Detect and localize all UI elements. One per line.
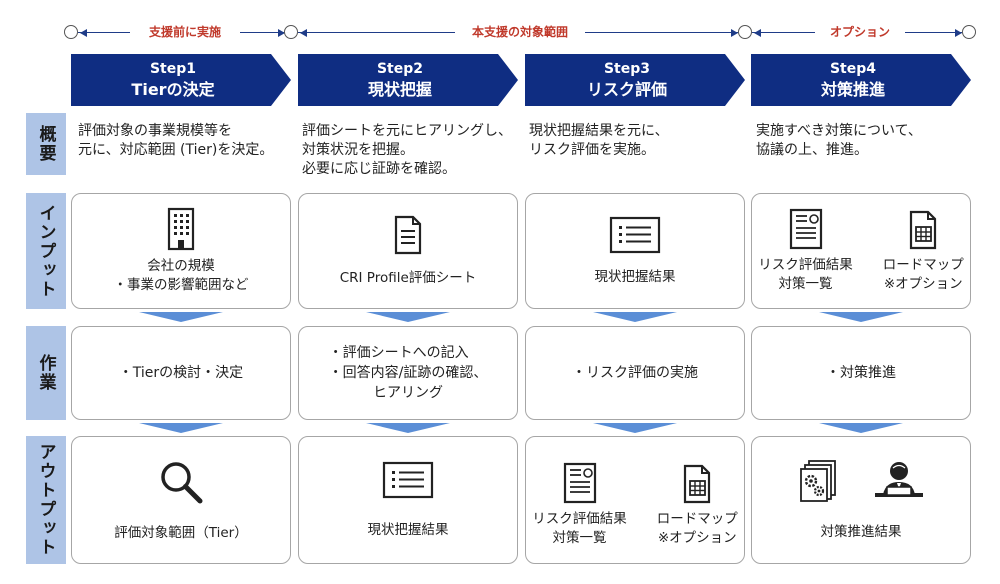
timeline-label-main: 本支援の対象範囲	[455, 23, 585, 41]
down-arrow-icon	[139, 423, 223, 433]
step-name: リスク評価	[586, 80, 667, 99]
output-text: 現状把握結果	[367, 521, 449, 538]
magnifier-icon	[161, 461, 203, 503]
down-arrow-icon	[139, 312, 223, 322]
arrow-right-icon	[731, 29, 738, 37]
input-icon-pair: リスク評価結果 対策一覧 ロードマップ ※オプション	[758, 208, 964, 294]
step-name: 対策推進	[820, 80, 885, 99]
input-text: 現状把握結果	[594, 268, 676, 285]
output-text: 対策推進結果	[820, 523, 902, 540]
step-number: Step4	[829, 61, 877, 77]
row-label-input: インプット	[26, 193, 66, 309]
work-box-step2: ・評価シートへの記入 ・回答内容/証跡の確認、 ヒアリング	[298, 326, 518, 420]
step-header-2: Step2 現状把握	[298, 54, 518, 106]
input-box-step2: CRI Profile評価シート	[298, 193, 518, 309]
work-text: ・リスク評価の実施	[572, 365, 698, 381]
work-box-step3: ・リスク評価の実施	[525, 326, 745, 420]
document-icon	[394, 215, 422, 254]
step-name: 現状把握	[367, 80, 432, 99]
input-box-step1: 会社の規模 ・事業の影響範囲など	[71, 193, 291, 309]
building-icon	[167, 207, 195, 251]
step-header-1: Step1 Tierの決定	[71, 54, 291, 106]
overview-step3: 現状把握結果を元に、 リスク評価を実施。	[529, 123, 669, 158]
gear-documents-icon	[800, 459, 836, 502]
row-label-work: 作業	[26, 326, 66, 420]
arrow-right-icon	[278, 29, 285, 37]
work-text: ・対策推進	[826, 365, 896, 381]
row-label-output: アウトプット	[26, 436, 66, 564]
step-header-4: Step4 対策推進	[751, 54, 971, 106]
work-text: ・評価シートへの記入 ・回答内容/証跡の確認、 ヒアリング	[328, 345, 488, 401]
input-box-step3: 現状把握結果	[525, 193, 745, 309]
down-arrow-icon	[366, 312, 450, 322]
input-box-step4: リスク評価結果 対策一覧 ロードマップ ※オプション	[751, 193, 971, 309]
down-arrow-icon	[593, 312, 677, 322]
overview-step4: 実施すべき対策について、 協議の上、推進。	[756, 123, 922, 158]
list-icon	[382, 461, 434, 498]
person-laptop-icon	[875, 461, 923, 497]
spreadsheet-icon	[910, 210, 937, 250]
input-text: 会社の規模 ・事業の影響範囲など	[113, 258, 249, 293]
input-text: CRI Profile評価シート	[339, 269, 477, 286]
output-icon-pair	[797, 459, 925, 503]
arrow-left-icon	[80, 29, 87, 37]
work-box-step1: ・Tierの検討・決定	[71, 326, 291, 420]
certificate-document-icon	[563, 462, 596, 504]
timeline-node	[64, 25, 78, 39]
row-label-overview: 概要	[26, 113, 66, 175]
work-box-step4: ・対策推進	[751, 326, 971, 420]
output-box-step4: 対策推進結果	[751, 436, 971, 564]
down-arrow-icon	[366, 423, 450, 433]
overview-step2: 評価シートを元にヒアリングし、 対策状況を把握。 必要に応じ証跡を確認。	[302, 123, 512, 177]
certificate-document-icon	[789, 208, 822, 250]
step-number: Step2	[376, 61, 424, 77]
down-arrow-icon	[819, 312, 903, 322]
timeline-node	[738, 25, 752, 39]
output-box-step1: 評価対象範囲（Tier）	[71, 436, 291, 564]
down-arrow-icon	[593, 423, 677, 433]
output-text: 評価対象範囲（Tier）	[114, 524, 248, 541]
arrow-left-icon	[754, 29, 761, 37]
step-number: Step3	[603, 61, 651, 77]
output-box-step3: リスク評価結果 対策一覧 ロードマップ ※オプション	[525, 436, 745, 564]
step-name: Tierの決定	[131, 80, 215, 99]
overview-step1: 評価対象の事業規模等を 元に、対応範囲 (Tier)を決定。	[78, 123, 274, 158]
timeline-label-pre: 支援前に実施	[130, 23, 240, 41]
step-header-3: Step3 リスク評価	[525, 54, 745, 106]
output-box-step2: 現状把握結果	[298, 436, 518, 564]
list-icon	[609, 216, 661, 253]
timeline-label-option: オプション	[815, 23, 905, 41]
arrow-left-icon	[300, 29, 307, 37]
arrow-right-icon	[955, 29, 962, 37]
timeline-node	[284, 25, 298, 39]
work-text: ・Tierの検討・決定	[118, 365, 244, 381]
spreadsheet-icon	[684, 464, 711, 504]
step-number: Step1	[149, 61, 197, 77]
timeline-node	[962, 25, 976, 39]
output-icon-pair: リスク評価結果 対策一覧 ロードマップ ※オプション	[532, 462, 738, 548]
down-arrow-icon	[819, 423, 903, 433]
